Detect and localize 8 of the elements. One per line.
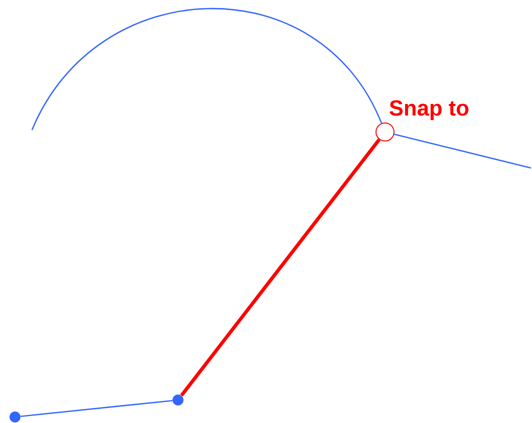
line-segment bbox=[20, 400, 172, 418]
snap-label: Snap to bbox=[390, 100, 468, 120]
line-segment bbox=[394, 134, 532, 169]
arc-line bbox=[31, 8, 382, 130]
line-segment bbox=[180, 138, 381, 397]
point-dot bbox=[172, 394, 184, 406]
point-dot bbox=[10, 412, 20, 422]
snap-circle bbox=[376, 122, 394, 142]
